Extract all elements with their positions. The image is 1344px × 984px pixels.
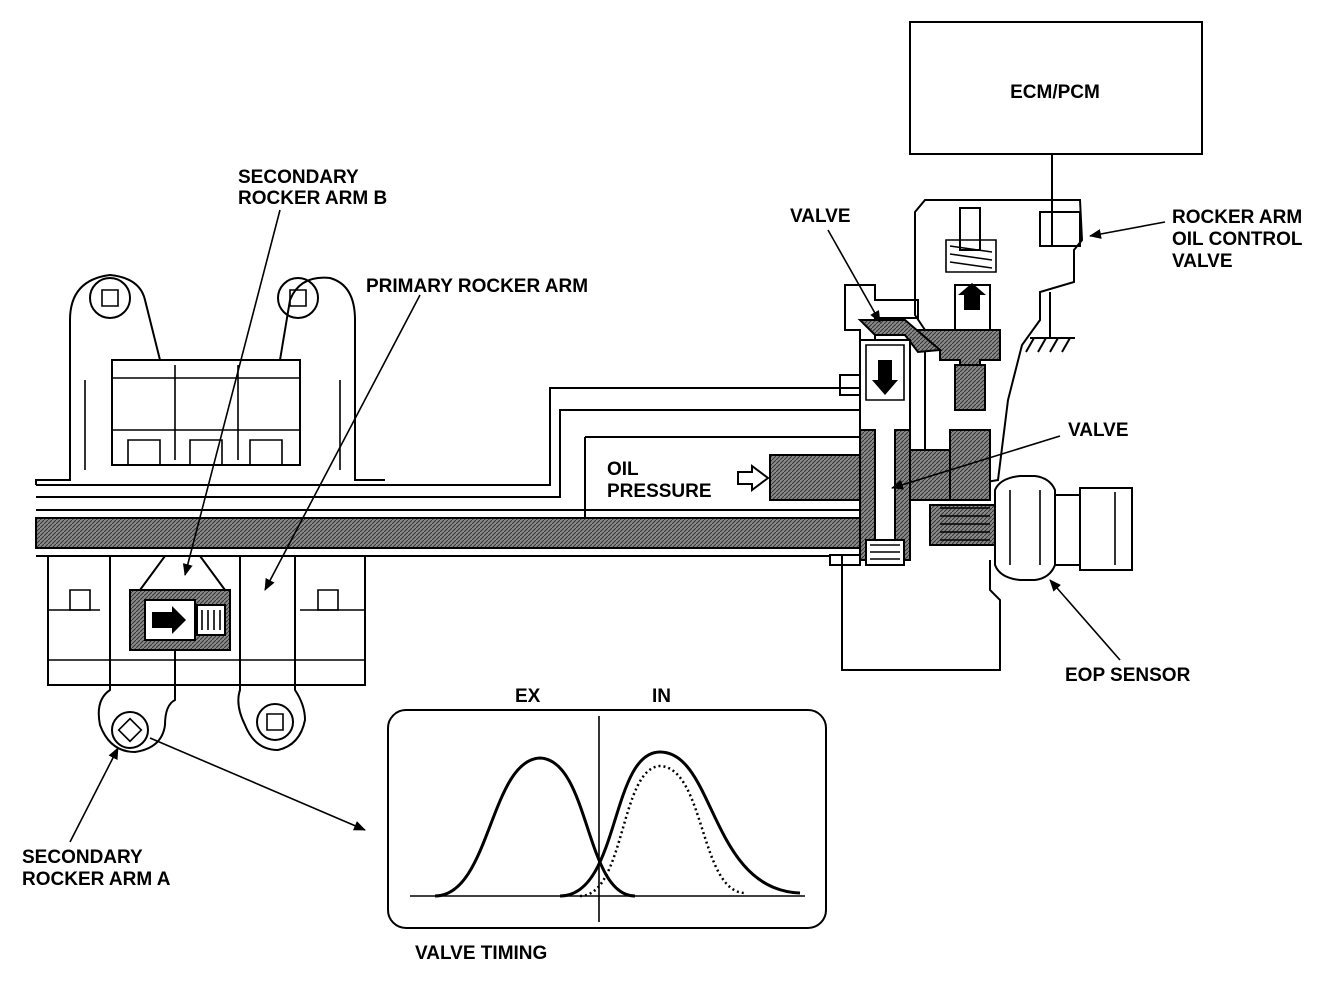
- valve-block: [829, 284, 1001, 671]
- ecm-label: ECM/PCM: [1010, 82, 1100, 103]
- secondary-rocker-a-label-2: ROCKER ARM A: [22, 869, 171, 890]
- lower-rocker-arms: [47, 555, 366, 754]
- oil-pressure-label-2: PRESSURE: [607, 481, 712, 502]
- secondary-rocker-b-label-1: SECONDARY: [238, 167, 359, 188]
- valve-mid-label: VALVE: [1068, 420, 1129, 441]
- in-curve-low: [579, 764, 746, 898]
- ex-curve: [434, 756, 636, 898]
- eop-sensor: [929, 475, 1133, 581]
- valve-timing-graph: [387, 709, 827, 929]
- secondary-rocker-a-label-1: SECONDARY: [22, 847, 143, 868]
- ecm-pcm-box: ECM/PCM: [909, 21, 1203, 155]
- eop-sensor-label: EOP SENSOR: [1065, 665, 1191, 686]
- primary-rocker-label: PRIMARY ROCKER ARM: [366, 276, 588, 297]
- rocker-arm-assembly: [35, 273, 385, 485]
- in-label: IN: [652, 686, 671, 707]
- rocker-oil-label-1: ROCKER ARM: [1172, 207, 1302, 228]
- graph-frame: [387, 709, 827, 929]
- in-curve-high: [559, 750, 801, 898]
- rocker-oil-label-2: OIL CONTROL: [1172, 229, 1303, 250]
- secondary-rocker-b-label-2: ROCKER ARM B: [238, 188, 387, 209]
- ex-label: EX: [515, 686, 541, 707]
- oil-pressure-label-1: OIL: [607, 459, 639, 480]
- valve-top-label: VALVE: [790, 206, 851, 227]
- leader-lines: [69, 209, 1166, 843]
- oil-passages: [35, 387, 861, 557]
- rocker-oil-label-3: VALVE: [1172, 251, 1233, 272]
- oil-pressure-arrow: [737, 464, 770, 492]
- valve-timing-label: VALVE TIMING: [415, 943, 547, 964]
